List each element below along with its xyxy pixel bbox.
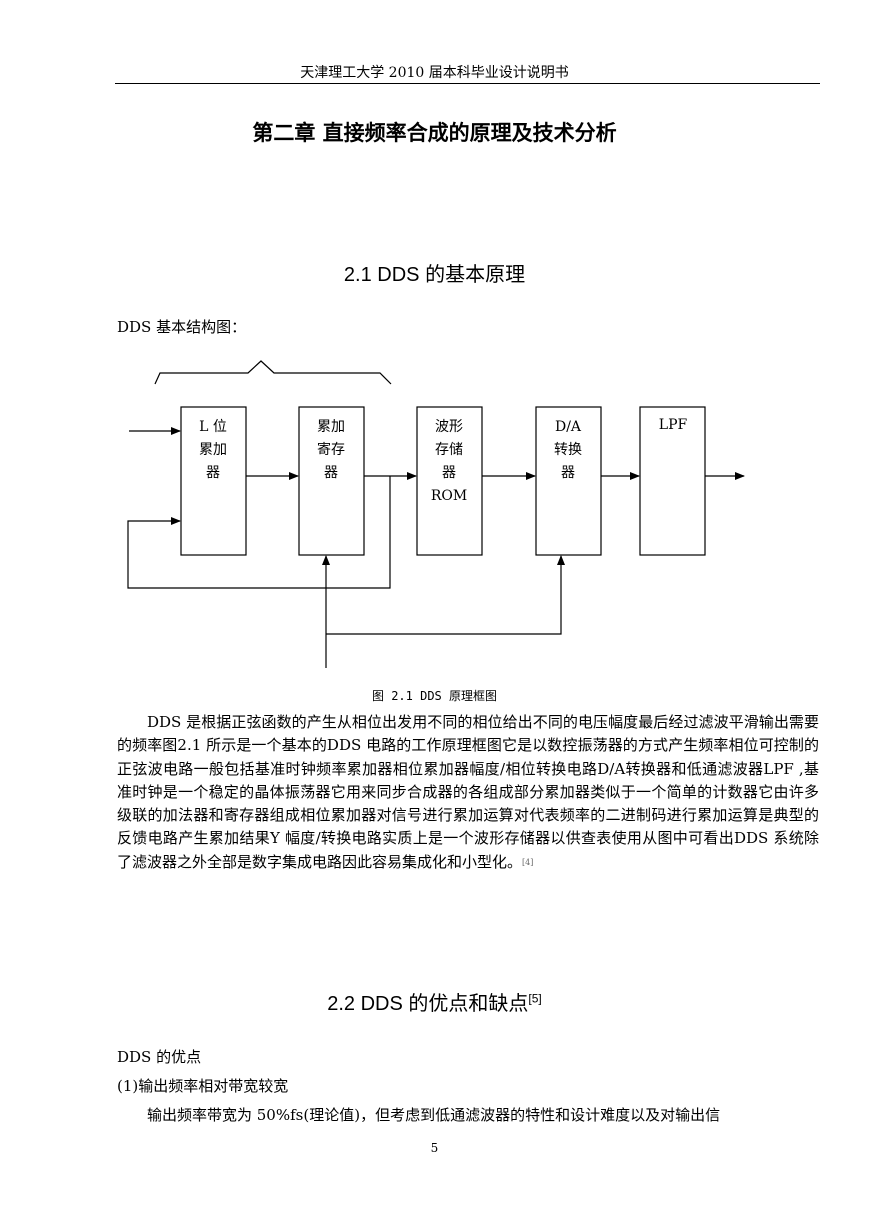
block-label: 转换 [554,441,582,458]
block-label: 波形 [435,419,463,435]
block-label: 寄存 [317,441,345,458]
paragraph-dds-principle: DDS 是根据正弦函数的产生从相位出发用不同的相位给出不同的电压幅度最后经过滤波… [117,711,819,874]
block-dac [535,406,602,556]
page-header: 天津理工大学 2010 届本科毕业设计说明书 [300,65,569,81]
block-label: 累加 [317,419,345,435]
block-label: 器 [206,465,220,481]
list-item: (1)输出频率相对带宽较宽 [117,1077,289,1095]
bracket [154,360,392,385]
body-text: 输出频率带宽为 50%fs(理论值)，但考虑到低通滤波器的特性和设计难度以及对输… [147,1106,721,1124]
page-number: 5 [430,1141,439,1155]
block-waveform-rom [416,406,483,556]
paragraph-text: DDS 是根据正弦函数的产生从相位出发用不同的相位给出不同的电压幅度最后经过滤波… [117,713,819,871]
block-l-accumulator [180,406,247,556]
block-label: 器 [561,465,575,481]
section-title-2-1: 2.1 DDS 的基本原理 [343,264,526,286]
block-label: 累加 [199,442,227,458]
block-label: LPF [659,417,688,433]
citation: [4] [522,857,534,867]
clock-to-dac [326,555,565,635]
block-label: L 位 [199,419,227,435]
block-label: 器 [442,465,456,481]
block-label: D/A [555,419,582,435]
block-accumulator-register [298,406,365,556]
block-label: 存储 [435,442,463,458]
header-rule [115,83,820,84]
section-title-2-2: 2.2 DDS 的优点和缺点[5] [0,987,869,1016]
chapter-title: 第二章 直接频率合成的原理及技术分析 [252,121,617,145]
section-title-text: 2.2 DDS 的优点和缺点 [327,993,529,1015]
citation: [5] [528,991,542,1006]
block-lpf [639,406,706,556]
figure-caption: 图 2.1 DDS 原理框图 [371,689,498,703]
diagram-intro: DDS 基本结构图： [117,318,247,336]
feedback-loop [127,476,391,589]
subheading: DDS 的优点 [117,1048,202,1066]
dds-block-diagram: L 位 累加 器 累加 寄存 器 波形 存储 器 ROM D/A 转换 器 LP… [127,360,745,668]
block-label: ROM [431,488,467,504]
block-label: 器 [324,465,338,481]
